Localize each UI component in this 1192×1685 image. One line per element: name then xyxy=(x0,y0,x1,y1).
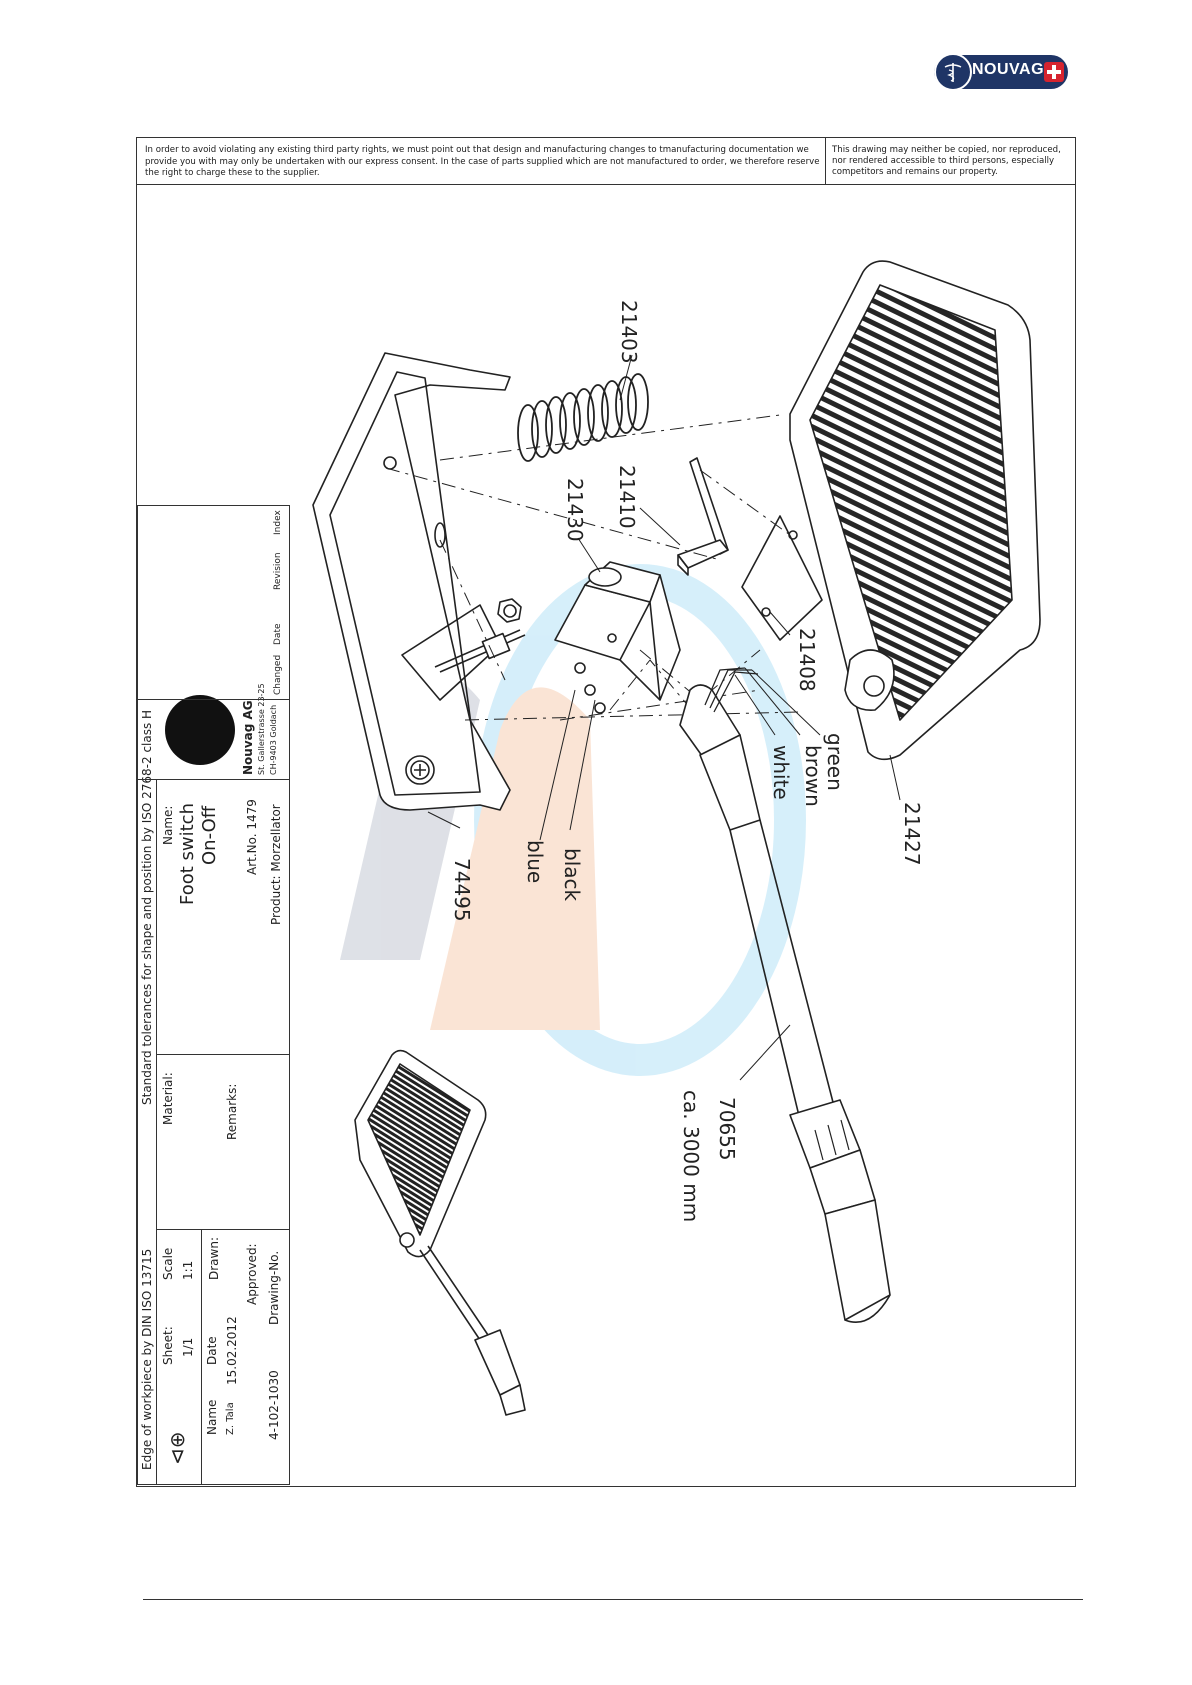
callout-21410: 21410 xyxy=(615,465,639,529)
pedal xyxy=(789,260,1041,761)
rev-header-revision: Revision xyxy=(273,552,283,590)
assembled-pedal-thumbnail xyxy=(354,1049,526,1416)
revision-table xyxy=(137,505,290,700)
callout-21427: 21427 xyxy=(900,802,924,866)
drawer-name: Z. Tala xyxy=(225,1402,236,1435)
approved-label: Approved: xyxy=(245,1243,259,1305)
angle-bracket xyxy=(677,457,729,576)
date-label: Date xyxy=(205,1336,219,1365)
rev-header-index: Index xyxy=(273,510,283,535)
rights-notice: In order to avoid violating any existing… xyxy=(137,138,1075,185)
name-col-label: Name xyxy=(205,1399,219,1435)
callout-21408: 21408 xyxy=(795,628,819,692)
scale-value: 1:1 xyxy=(181,1260,195,1280)
company-logo: NOUVAG xyxy=(934,53,1068,93)
rev-header-changed: Changed xyxy=(273,654,283,695)
part-name-line1: Foot switch xyxy=(177,803,198,905)
projection-symbol-icon: ⊲⊕ xyxy=(165,1431,189,1465)
name-label: Name: xyxy=(161,805,175,845)
company-city: CH-9403 Goldach xyxy=(269,704,278,775)
spring xyxy=(517,373,649,462)
remarks-label: Remarks: xyxy=(225,1083,239,1140)
drawing-no-label: Drawing-No. xyxy=(267,1250,281,1325)
callout-74495: 74495 xyxy=(450,858,474,922)
rev-header-date: Date xyxy=(273,623,283,645)
callout-blue: blue xyxy=(523,840,547,883)
divider xyxy=(157,1054,290,1055)
micro-switch xyxy=(554,561,681,714)
drawing-sheet: In order to avoid violating any existing… xyxy=(136,137,1076,1487)
callout-white: white xyxy=(769,745,793,800)
company-emblem-icon xyxy=(165,695,235,765)
company-name: Nouvag AG xyxy=(241,700,255,775)
callout-cable-length: ca. 3000 mm xyxy=(679,1090,703,1222)
footer-rule xyxy=(143,1599,1083,1600)
caduceus-icon xyxy=(934,53,972,91)
cable-with-connector xyxy=(679,667,891,1323)
callout-green: green xyxy=(823,733,847,791)
callout-black: black xyxy=(560,848,584,902)
part-name-line2: On-Off xyxy=(199,805,220,865)
copy-restriction-text: This drawing may neither be copied, nor … xyxy=(825,138,1075,184)
material-label: Material: xyxy=(161,1072,175,1125)
logo-wordmark: NOUVAG xyxy=(972,61,1045,78)
drawing-no-value: 4-102-1030 xyxy=(267,1370,281,1440)
product: Product: Morzellator xyxy=(269,804,283,925)
callout-brown: brown xyxy=(801,745,825,807)
part-callouts: 21403 21410 21430 21408 21427 74495 7065… xyxy=(450,300,924,1222)
date-value: 15.02.2012 xyxy=(225,1316,239,1385)
edge-note: Edge of workpiece by DIN ISO 13715 xyxy=(140,1248,154,1470)
third-party-rights-text: In order to avoid violating any existing… xyxy=(145,145,820,178)
callout-21430: 21430 xyxy=(563,478,587,542)
mounting-plate xyxy=(741,515,823,641)
sheet-label: Sheet: xyxy=(161,1326,175,1365)
callout-70655: 70655 xyxy=(715,1097,739,1161)
sheet-value: 1/1 xyxy=(181,1337,195,1357)
scale-label: Scale xyxy=(161,1247,175,1280)
base-housing xyxy=(312,352,526,811)
art-no: Art.No. 1479 xyxy=(245,799,259,875)
swiss-cross-icon xyxy=(1044,62,1064,82)
leader-lines xyxy=(427,354,901,1081)
drawn-label: Drawn: xyxy=(207,1237,221,1280)
callout-21403: 21403 xyxy=(617,300,641,364)
title-block: Standard tolerances for shape and positi… xyxy=(137,505,290,1485)
